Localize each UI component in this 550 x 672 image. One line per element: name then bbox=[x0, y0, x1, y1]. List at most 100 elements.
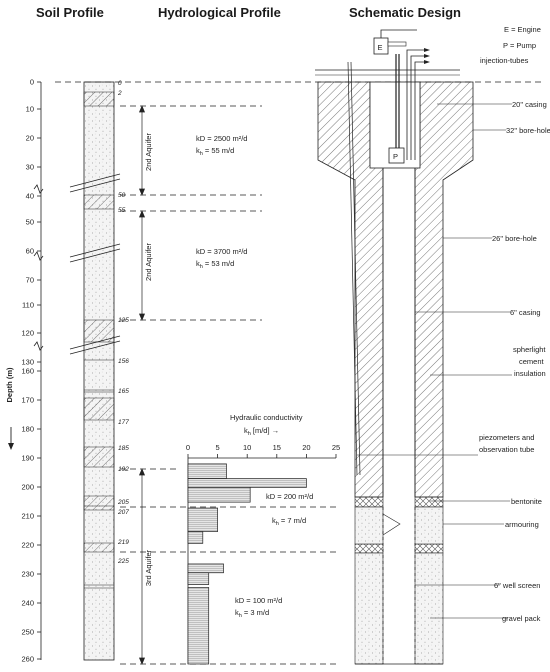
conductivity-bar bbox=[187, 478, 307, 488]
gravel-right bbox=[414, 506, 444, 545]
conductivity-bar bbox=[187, 563, 224, 574]
component-labels bbox=[357, 103, 512, 619]
aquifer-2-annotation: 2nd Aquifer kD = 3700 m²/d kh = 53 m/d bbox=[144, 243, 247, 281]
conductivity-tick-label: 25 bbox=[332, 443, 340, 452]
soil-depth-label: 207 bbox=[117, 509, 129, 516]
depth-tick-label: 60 bbox=[26, 247, 34, 256]
soil-depth-label: 125 bbox=[118, 317, 129, 324]
aquifer-brackets bbox=[138, 105, 146, 665]
depth-tick-label: 120 bbox=[21, 329, 34, 338]
conductivity-bar bbox=[187, 487, 251, 503]
conductivity-unit: kh [m/d] → bbox=[244, 426, 279, 437]
depth-tick-label: 250 bbox=[21, 628, 34, 637]
label-piezometers-1: piezometers and bbox=[479, 433, 534, 442]
soil-depth-label: 165 bbox=[118, 388, 129, 395]
hydrological-profile-header: Hydrological Profile bbox=[158, 5, 281, 20]
depth-tick-label: 40 bbox=[26, 192, 34, 201]
aquifer-2-kd: kD = 3700 m²/d bbox=[196, 247, 247, 256]
bentonite-left-1 bbox=[354, 496, 384, 508]
aquifer-1-kh: kh = 55 m/d bbox=[196, 146, 234, 157]
aquifer-4-annotation: kD = 100 m²/d kh = 3 m/d bbox=[235, 596, 282, 619]
conductivity-bar bbox=[187, 507, 218, 532]
down-arrow-icon bbox=[8, 427, 14, 450]
soil-depth-label: 192 bbox=[118, 466, 129, 473]
label-gravel-pack: gravel pack bbox=[502, 614, 541, 623]
gravel-left-lower bbox=[354, 552, 384, 665]
soil-depth-label: 177 bbox=[118, 419, 129, 426]
depth-tick-label: 230 bbox=[21, 570, 34, 579]
depth-tick-label: 170 bbox=[21, 396, 34, 405]
depth-tick-label: 130 bbox=[21, 358, 34, 367]
soil-depth-label: 0 bbox=[118, 80, 122, 87]
depth-tick-label: 160 bbox=[21, 367, 34, 376]
conductivity-title: Hydraulic conductivity bbox=[230, 413, 303, 422]
depth-tick-label: 260 bbox=[21, 655, 34, 664]
cement-right bbox=[414, 81, 474, 498]
schematic-design-header: Schematic Design bbox=[349, 5, 461, 20]
label-cement-1: spherlight bbox=[513, 345, 546, 354]
gravel-left bbox=[354, 506, 384, 545]
depth-tick-label: 30 bbox=[26, 163, 34, 172]
legend-pump: P = Pump bbox=[503, 41, 536, 50]
label-armouring: armouring bbox=[505, 520, 539, 529]
depth-tick-label: 180 bbox=[21, 425, 34, 434]
soil-depth-label: 225 bbox=[117, 558, 129, 565]
aquifer-3-kd: kD = 200 m²/d bbox=[266, 492, 313, 501]
soil-depth-label: 219 bbox=[117, 539, 129, 546]
conductivity-tick-label: 20 bbox=[302, 443, 310, 452]
depth-tick-label: 110 bbox=[22, 301, 34, 310]
depth-axis: 0102030405060701101201301601701801902002… bbox=[5, 78, 44, 664]
conductivity-bar bbox=[187, 463, 227, 479]
gravel-right-lower bbox=[414, 552, 444, 665]
conductivity-bar bbox=[187, 531, 204, 544]
soil-depth-label: 2 bbox=[117, 90, 122, 97]
label-6in-casing: 6" casing bbox=[510, 308, 541, 317]
aquifer-3-annotation: 3rd Aquifer kD = 200 m²/d kh = 7 m/d bbox=[144, 492, 313, 586]
conductivity-bar bbox=[187, 587, 210, 665]
aquifer-1-annotation: 2nd Aquifer kD = 2500 m²/d kh = 55 m/d bbox=[144, 133, 247, 171]
depth-axis-label: Depth (m) bbox=[5, 367, 14, 402]
axis-break-marks bbox=[33, 184, 44, 351]
well-schematic: E P bbox=[315, 29, 474, 665]
boundary-lines bbox=[55, 81, 545, 665]
aquifer-3-name: 3rd Aquifer bbox=[144, 549, 153, 586]
label-piezometers-2: observation tube bbox=[479, 445, 534, 454]
pump-box bbox=[388, 147, 405, 164]
aquifer-4-kh: kh = 3 m/d bbox=[235, 608, 269, 619]
depth-tick-label: 0 bbox=[30, 78, 34, 87]
depth-tick-label: 200 bbox=[21, 483, 34, 492]
label-well-screen: 6" well screen bbox=[494, 581, 540, 590]
engine-letter: E bbox=[378, 43, 383, 52]
bentonite-right-2 bbox=[414, 543, 444, 554]
soil-depth-label: 156 bbox=[118, 358, 129, 365]
depth-tick-label: 210 bbox=[21, 512, 34, 521]
conductivity-tick-label: 0 bbox=[186, 443, 190, 452]
legend: E = Engine P = Pump injection-tubes bbox=[480, 25, 541, 65]
conductivity-bar bbox=[187, 572, 210, 585]
soil-column: 0 2 50 55 125 156 165 177 185 192 205 207 219 225 bbox=[69, 80, 129, 661]
legend-engine: E = Engine bbox=[504, 25, 541, 34]
aquifer-1-name: 2nd Aquifer bbox=[144, 133, 153, 171]
label-bentonite: bentonite bbox=[511, 497, 542, 506]
depth-tick-label: 220 bbox=[21, 541, 34, 550]
soil-profile-header: Soil Profile bbox=[36, 5, 104, 20]
soil-depth-label: 50 bbox=[118, 192, 126, 199]
bentonite-left-2 bbox=[354, 543, 384, 554]
aquifer-4-kd: kD = 100 m²/d bbox=[235, 596, 282, 605]
aquifer-2-name: 2nd Aquifer bbox=[144, 243, 153, 281]
soil-depth-label: 205 bbox=[117, 499, 129, 506]
depth-tick-label: 20 bbox=[26, 134, 34, 143]
depth-tick-label: 50 bbox=[26, 218, 34, 227]
label-32in-borehole: 32" bore-hole bbox=[506, 126, 550, 135]
conductivity-tick-label: 5 bbox=[216, 443, 220, 452]
depth-tick-label: 240 bbox=[21, 599, 34, 608]
soil-depth-label: 55 bbox=[118, 207, 126, 214]
soil-depth-label: 185 bbox=[118, 445, 129, 452]
aquifer-2-kh: kh = 53 m/d bbox=[196, 259, 234, 270]
legend-injection-tubes: injection-tubes bbox=[480, 56, 529, 65]
label-26in-borehole: 26" bore-hole bbox=[492, 234, 537, 243]
aquifer-1-kd: kD = 2500 m²/d bbox=[196, 134, 247, 143]
conductivity-tick-label: 10 bbox=[243, 443, 251, 452]
